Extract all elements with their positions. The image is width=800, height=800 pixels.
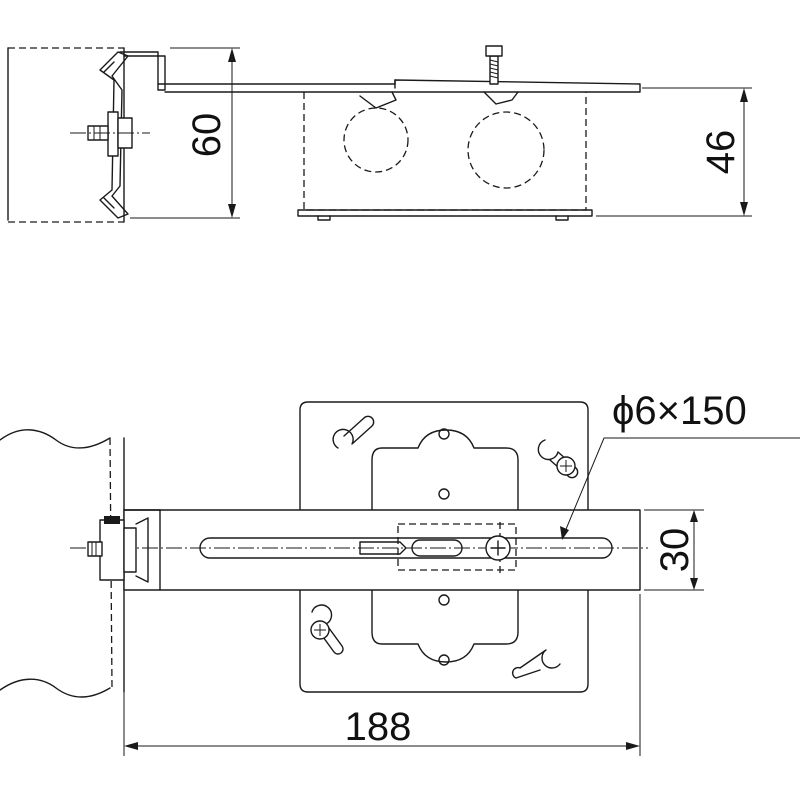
plan-view: ϕ6×150 30 188 <box>0 389 800 756</box>
keyhole-slot-bottom-left <box>311 604 344 655</box>
bolt-spec-leader: ϕ6×150 <box>560 389 800 540</box>
phillips-screw-icon <box>485 535 511 561</box>
keyhole-slot-top-right <box>537 439 579 479</box>
stud-bolt <box>485 45 503 85</box>
keyhole-slot-bottom-right <box>511 649 561 679</box>
dimension-label-188: 188 <box>345 705 412 749</box>
dimension-label-60: 60 <box>185 113 229 158</box>
electrical-box-top <box>297 91 593 221</box>
side-elevation-view: 60 46 <box>7 45 752 223</box>
mounting-plate-top <box>157 79 641 93</box>
slotted-bar <box>70 509 648 591</box>
screw-right <box>556 456 576 476</box>
mounting-plate-plan <box>299 401 589 693</box>
dimension-188: 188 <box>123 594 641 756</box>
clamp-bracket <box>70 51 166 219</box>
dimension-46: 46 <box>596 87 752 217</box>
dimension-30: 30 <box>644 509 704 591</box>
clamp-knob <box>87 516 149 583</box>
dimension-60: 60 <box>130 47 240 219</box>
dimension-label-46: 46 <box>699 130 743 175</box>
keyhole-slot-top-left <box>332 415 375 449</box>
dimension-label-30: 30 <box>653 528 697 573</box>
screw-left <box>310 620 330 640</box>
bolt-spec-label: ϕ6×150 <box>612 389 747 433</box>
